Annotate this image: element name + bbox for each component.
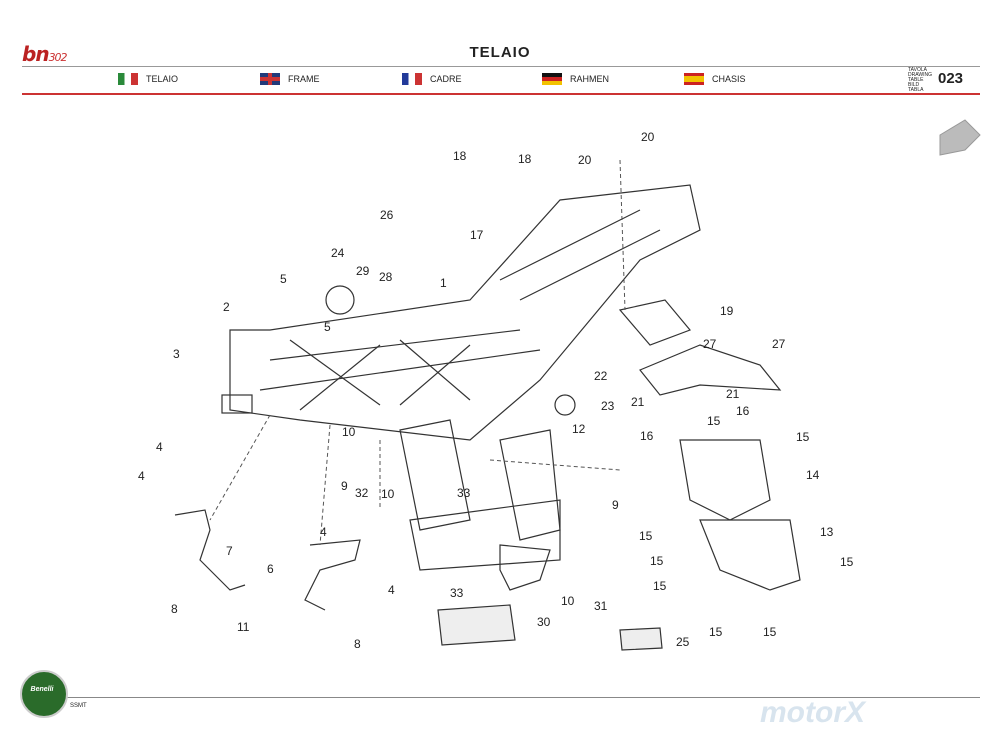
leader-lines [209,159,626,546]
lang-spanish: CHASIS [684,73,746,85]
callout-label: 4 [156,440,163,454]
lang-label-english: FRAME [288,74,320,84]
spain-flag-icon [684,73,704,85]
watermark-logo: motorX [760,696,865,729]
callout-label: 10 [342,425,356,439]
callout-label: 20 [578,153,592,167]
model-number: 302 [48,51,68,64]
table-meta-line: BILD [908,82,920,88]
callout-label: 4 [138,469,145,483]
callout-label: 15 [840,555,854,569]
callout-label: 27 [703,337,717,351]
callout-label: 24 [331,246,345,260]
brand-logo: bn302 [22,42,68,66]
callout-label: 15 [709,625,723,639]
callout-label: 4 [388,583,395,597]
callout-label: 15 [653,579,667,593]
callout-label: 16 [736,404,750,418]
lang-label-spanish: CHASIS [712,74,746,84]
callout-label: 8 [354,637,361,651]
callout-label: 25 [676,635,690,649]
table-meta-line: TABLE [908,77,924,83]
callout-label: 31 [594,599,608,613]
rear-bracket-assembly [325,285,801,651]
benelli-logo-icon [20,670,68,718]
table-meta: TAVOLA DRAWING TABLE BILD TABLA [908,68,936,93]
callout-label: 16 [640,429,654,443]
callout-label: 7 [226,544,233,558]
callout-label: 23 [601,399,615,413]
callout-label: 1 [440,276,447,290]
callout-label: 18 [518,152,532,166]
main-frame [221,184,701,571]
callout-label: 2 [223,300,230,314]
callout-label: 18 [453,149,467,163]
callout-label: 10 [381,487,395,501]
callout-label: 15 [650,554,664,568]
callout-label: 5 [280,272,287,286]
footer-brand: Benelli [30,686,54,693]
callout-label: 6 [267,562,274,576]
callout-label: 29 [356,264,370,278]
callout-label: 8 [171,602,178,616]
table-meta-line: TAVOLA [908,67,927,73]
callout-label: 10 [561,594,575,608]
callout-label: 13 [820,525,834,539]
callout-label: 15 [763,625,777,639]
callout-label: 20 [641,130,655,144]
germany-flag-icon [542,73,562,85]
callout-label: 21 [726,387,740,401]
italy-flag-icon [118,73,138,85]
lang-label-french: CADRE [430,74,462,84]
callout-label: 3 [173,347,180,361]
callout-label: 28 [379,270,393,284]
uk-flag-icon [260,73,280,85]
callout-labels: 18 18 20 20 26 17 1 24 29 28 5 2 5 3 19 … [138,130,854,651]
callout-label: 17 [470,228,484,242]
callout-label: 27 [772,337,786,351]
callout-label: 26 [380,208,394,222]
callout-label: 19 [720,304,734,318]
callout-label: 5 [324,320,331,334]
lang-italian: TELAIO [118,73,178,85]
callout-label: 11 [237,620,250,634]
callout-label: 33 [450,586,464,600]
lang-french: CADRE [402,73,462,85]
callout-label: 21 [631,395,645,409]
callout-label: 15 [796,430,810,444]
callout-label: 9 [341,479,348,493]
footer-divider [22,697,980,698]
language-bar: TELAIO FRAME CADRE RAHMEN CHASIS [22,66,980,95]
table-meta-line: DRAWING [908,72,932,78]
callout-label: 9 [612,498,619,512]
next-page-arrow-icon[interactable] [939,119,981,156]
left-footrest-bracket [174,509,551,611]
table-meta-line: TABLA [908,87,924,93]
callout-label: 15 [707,414,721,428]
callout-label: 30 [537,615,551,629]
callout-label: 33 [457,486,471,500]
callout-label: 4 [320,525,327,539]
lang-label-german: RAHMEN [570,74,610,84]
lang-english: FRAME [260,73,320,85]
lang-german: RAHMEN [542,73,609,85]
callout-label: 12 [572,422,586,436]
callout-label: 32 [355,486,369,500]
callout-label: 22 [594,369,608,383]
callout-label: 14 [806,468,820,482]
page-number: 023 [938,70,964,87]
france-flag-icon [402,73,422,85]
page-title: TELAIO [469,44,531,61]
brand-name: bn [22,42,50,66]
callout-label: 15 [639,529,653,543]
lang-label-italian: TELAIO [146,74,179,84]
footer-code: SSMT [70,703,87,709]
